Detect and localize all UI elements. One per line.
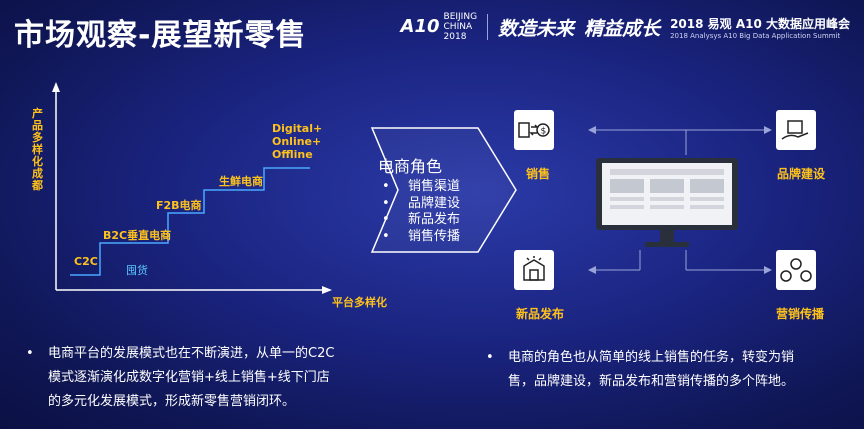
step-c2c: C2C <box>74 255 98 268</box>
launch-icon <box>514 250 554 290</box>
arrow-to-brand <box>764 126 772 134</box>
role-item: 销售渠道 <box>378 179 460 196</box>
role-list: 销售渠道 品牌建设 新品发布 销售传播 <box>378 179 460 245</box>
arrow-to-launch <box>588 266 596 274</box>
brand-icon <box>776 110 816 150</box>
step-digital-line-2: Online+ <box>272 135 322 148</box>
sales-icon: $ <box>514 110 554 150</box>
slogan-2: 精益成长 <box>584 17 661 40</box>
step-f2b: F2B电商 <box>156 199 202 212</box>
left-bullet-line-2: 模式逐渐演化成数字化营销+线上销售+线下门店 <box>48 370 330 385</box>
header-divider <box>487 14 489 40</box>
header-branding: A10 BEIJING CHINA 2018 数造未来 精益成长 2018 易观… <box>401 12 850 42</box>
logo-city-1: BEIJING <box>443 12 478 22</box>
x-axis-label: 平台多样化 <box>332 296 387 309</box>
summit-line-2: 2018 Analysys A10 Big Data Application S… <box>670 31 841 40</box>
staircase-line <box>70 167 310 276</box>
brand-label: 品牌建设 <box>777 167 826 181</box>
left-bullet: • 电商平台的发展模式也在不断演进，从单一的C2C 模式逐渐演化成数字化营销+线… <box>26 342 335 414</box>
role-title: 电商角色 <box>378 157 443 176</box>
launch-label: 新品发布 <box>516 307 565 321</box>
marketing-label: 营销传播 <box>776 307 825 321</box>
role-item: 品牌建设 <box>378 196 460 213</box>
logo-mark: A10 <box>400 16 440 37</box>
right-bullet: • 电商的角色也从简单的线上销售的任务，转变为销 售，品牌建设，新品发布和营销传… <box>486 346 795 394</box>
y-axis-label: 产品多样化成都 <box>32 107 43 192</box>
page-title: 市场观察-展望新零售 <box>14 18 307 53</box>
step-digital-line-1: Digital+ <box>272 122 323 135</box>
right-bullet-line-2: 售，品牌建设，新品发布和营销传播的多个阵地。 <box>508 374 795 389</box>
role-item: 新品发布 <box>378 212 460 229</box>
summit-line-1: 2018 易观 A10 大数据应用峰会 <box>670 16 850 31</box>
left-bullet-line-1: 电商平台的发展模式也在不断演进，从单一的C2C <box>48 346 335 361</box>
x-axis-arrow <box>322 286 332 294</box>
side-label-weihuo: 囤货 <box>126 264 148 277</box>
step-fresh: 生鲜电商 <box>219 175 263 188</box>
role-box: 电商角色 销售渠道 品牌建设 新品发布 销售传播 <box>378 153 460 245</box>
bullet-dot: • <box>26 346 34 361</box>
bullet-dot: • <box>486 350 494 365</box>
sales-label: 销售 <box>526 167 551 181</box>
arrow-to-marketing <box>764 266 772 274</box>
right-bullet-line-1: 电商的角色也从简单的线上销售的任务，转变为销 <box>508 350 795 365</box>
summit-title: 2018 易观 A10 大数据应用峰会 2018 Analysys A10 Bi… <box>670 15 850 40</box>
a10-logo: A10 BEIJING CHINA 2018 <box>401 12 478 42</box>
role-item: 销售传播 <box>378 229 460 246</box>
step-digital-line-3: Offline <box>272 148 313 161</box>
y-axis-arrow <box>52 82 60 92</box>
logo-year: 2018 <box>443 32 467 42</box>
slogan-1: 数造未来 <box>498 17 575 40</box>
logo-city-2: CHINA <box>443 22 473 32</box>
marketing-icon <box>776 250 816 290</box>
svg-text:$: $ <box>541 127 547 137</box>
step-b2c: B2C垂直电商 <box>103 229 172 242</box>
monitor-icon <box>596 158 738 247</box>
arrow-to-sales <box>588 126 596 134</box>
step-digital: Digital+ Online+ Offline <box>272 122 322 161</box>
left-bullet-line-3: 的多元化发展模式，形成新零售营销闭环。 <box>48 394 296 409</box>
